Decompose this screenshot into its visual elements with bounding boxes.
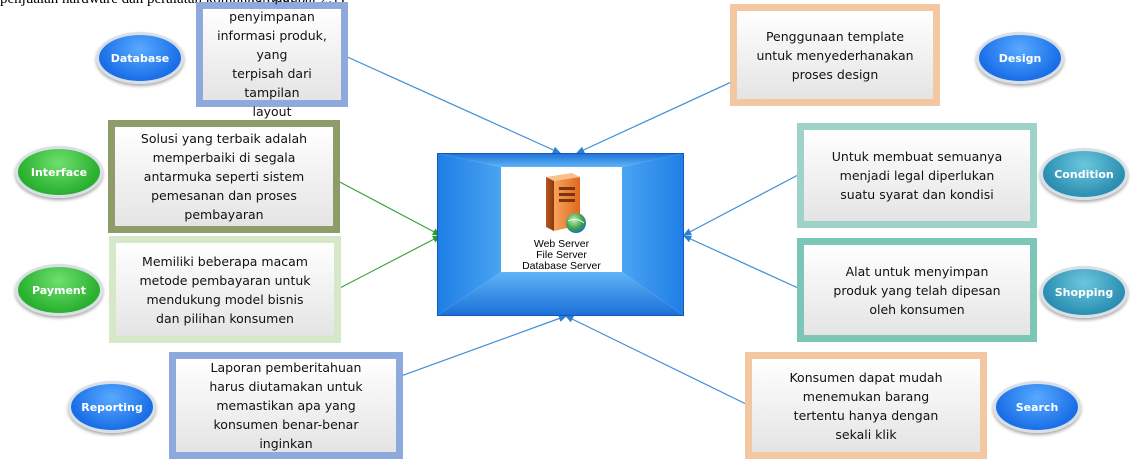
server-icon bbox=[545, 173, 586, 233]
connector-interface bbox=[335, 179, 442, 236]
design-description-box: Penggunaan template untuk menyederhanaka… bbox=[730, 4, 940, 106]
condition-pill: Condition bbox=[1040, 148, 1128, 200]
payment-description-box: Memiliki beberapa macam metode pembayara… bbox=[109, 236, 341, 343]
search-description-box: Konsumen dapat mudah menemukan barang te… bbox=[745, 352, 987, 459]
condition-description-box: Untuk membuat semuanya menjadi legal dip… bbox=[797, 123, 1037, 228]
server-label-database: Database Server bbox=[522, 260, 601, 272]
reporting-description-box: Laporan pemberitahuan harus diutamakan u… bbox=[169, 352, 403, 459]
caption: penjualan hardware dan peralatan kompute… bbox=[0, 0, 420, 9]
connector-search bbox=[564, 315, 749, 406]
interface-description-box: Solusi yang terbaik adalah memperbaiki d… bbox=[108, 120, 340, 233]
connector-shopping bbox=[682, 235, 799, 289]
interface-pill: Interface bbox=[15, 146, 103, 198]
shopping-description-box: Alat untuk menyimpan produk yang telah d… bbox=[797, 238, 1037, 342]
design-pill: Design bbox=[976, 32, 1064, 84]
connector-payment bbox=[335, 235, 442, 291]
database-pill: Database bbox=[96, 32, 184, 84]
server-panel: Web Server File Server Database Server bbox=[501, 167, 622, 272]
payment-pill: Payment bbox=[15, 264, 103, 316]
reporting-pill: Reporting bbox=[68, 381, 156, 433]
server-label-file: File Server bbox=[536, 249, 587, 261]
search-pill: Search bbox=[993, 381, 1081, 433]
central-hub bbox=[437, 153, 684, 316]
server-label-web: Web Server bbox=[533, 238, 590, 250]
connector-database bbox=[342, 54, 562, 154]
shopping-pill: Shopping bbox=[1040, 266, 1128, 318]
connector-condition bbox=[682, 174, 799, 236]
database-description-box: Tempat penyimpanan informasi produk, yan… bbox=[196, 0, 348, 119]
